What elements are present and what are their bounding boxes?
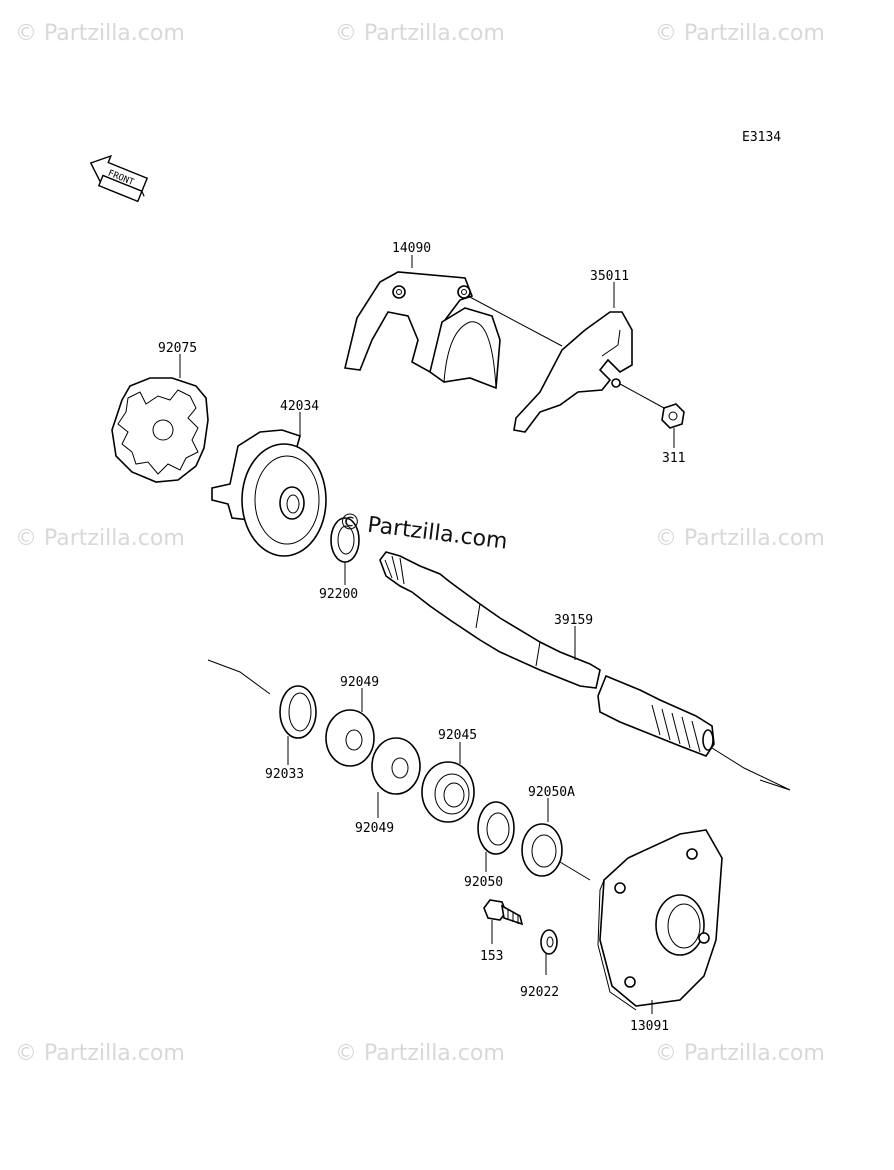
part-153-bolt [483,899,524,926]
watermarks: © Partzilla.com © Partzilla.com © Partzi… [15,21,825,1066]
label-92075: 92075 [158,341,197,356]
center-line-left [207,659,271,695]
label-92033: 92033 [265,767,304,782]
part-92200-washer [330,517,360,563]
part-311-nut [661,403,685,429]
watermark-bottom-right: © Partzilla.com [655,1041,825,1066]
label-153: 153 [480,949,503,964]
label-92045: 92045 [438,728,477,743]
leader-bolt-nut [619,383,665,409]
label-13091: 13091 [630,1019,669,1034]
part-labels: 14090 35011 311 92075 42034 92200 39159 … [158,241,685,1034]
watermark-mid-left: © Partzilla.com [15,526,185,551]
center-line-right [711,747,791,791]
label-42034: 42034 [280,399,319,414]
part-92050-seal [477,801,515,855]
part-14090-cover [344,271,501,390]
part-92075-damper [111,377,209,483]
leader-seal-cover [559,861,591,881]
diagram-code: E3134 [742,130,781,145]
watermark-top-left: © Partzilla.com [15,21,185,46]
label-311: 311 [662,451,685,466]
part-92022-washer [540,929,558,955]
part-42034-pulley [211,429,327,557]
part-92033-circlip [279,685,317,739]
part-35011-bracket [513,311,633,433]
label-39159: 39159 [554,613,593,628]
part-92050A-seal [521,823,563,877]
front-arrow-icon: FRONT [89,154,149,203]
part-13091-cover-plate [597,829,723,1011]
part-92049-spacer-b [371,737,421,795]
label-92049-upper: 92049 [340,675,379,690]
watermark-center: © Partzilla.com [337,509,509,555]
leader-cover-bracket [467,295,563,347]
label-92200: 92200 [319,587,358,602]
watermark-bottom-left: © Partzilla.com [15,1041,185,1066]
label-92049-lower: 92049 [355,821,394,836]
label-92050: 92050 [464,875,503,890]
label-14090: 14090 [392,241,431,256]
watermark-mid-right: © Partzilla.com [655,526,825,551]
label-92022: 92022 [520,985,559,1000]
watermark-top-right: © Partzilla.com [655,21,825,46]
watermark-top-center: © Partzilla.com [335,21,505,46]
part-39159-shaft [379,551,715,757]
label-92050A: 92050A [528,785,575,800]
label-35011: 35011 [590,269,629,284]
part-92049-spacer-a [325,709,375,767]
watermark-bottom-center: © Partzilla.com [335,1041,505,1066]
part-92045-bearing [421,761,475,823]
